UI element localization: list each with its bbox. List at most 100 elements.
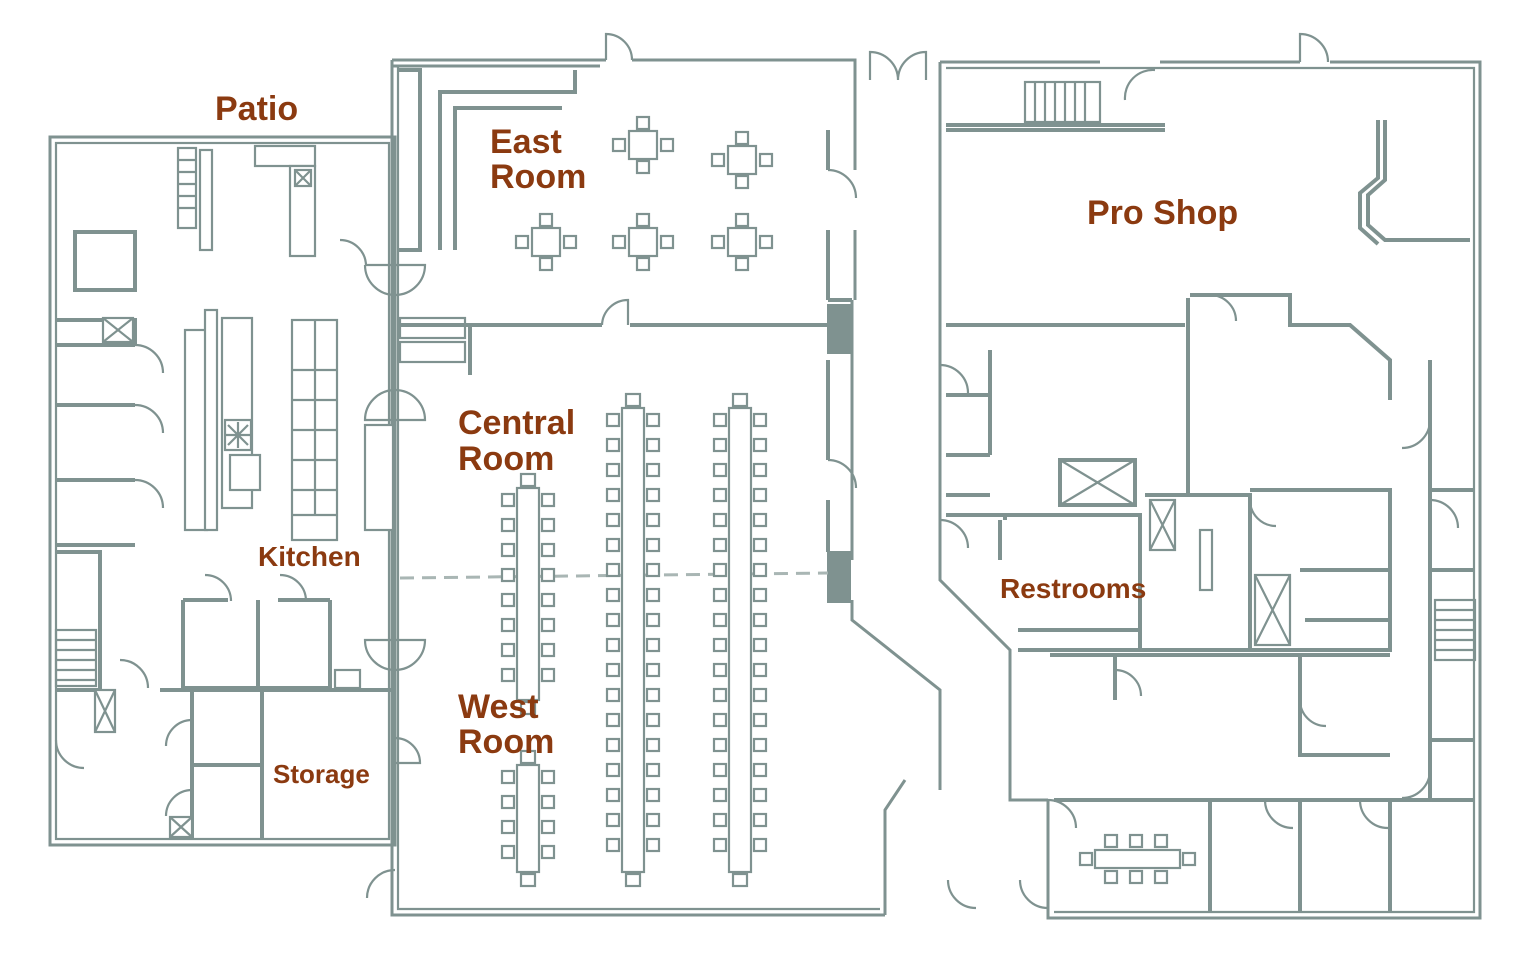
chair bbox=[752, 737, 768, 753]
chair bbox=[731, 392, 749, 408]
chair bbox=[540, 592, 556, 608]
door bbox=[1209, 293, 1238, 322]
door bbox=[134, 478, 165, 509]
chair bbox=[645, 712, 661, 728]
door bbox=[363, 638, 427, 672]
chair bbox=[752, 762, 768, 778]
door bbox=[1123, 68, 1156, 101]
chair bbox=[752, 637, 768, 653]
east-stairs bbox=[1023, 80, 1102, 124]
chair bbox=[752, 587, 768, 603]
chair bbox=[645, 837, 661, 853]
door bbox=[339, 238, 368, 267]
chair bbox=[712, 762, 728, 778]
pro-shop-north-wall bbox=[946, 123, 1165, 132]
banquet-tables bbox=[500, 392, 768, 888]
west-stairs bbox=[54, 628, 98, 688]
label-west-room-2: Room bbox=[458, 723, 554, 761]
chair bbox=[540, 567, 556, 583]
chair bbox=[519, 472, 537, 488]
chair bbox=[519, 872, 537, 888]
chair bbox=[500, 844, 516, 860]
chair bbox=[752, 837, 768, 853]
door bbox=[134, 403, 165, 434]
door bbox=[827, 458, 858, 489]
chair bbox=[645, 812, 661, 828]
chair bbox=[605, 487, 621, 503]
label-central-room-2: Room bbox=[458, 440, 554, 478]
chair bbox=[645, 512, 661, 528]
shaft-cross bbox=[102, 317, 134, 343]
chair bbox=[624, 392, 642, 408]
door bbox=[1298, 32, 1330, 63]
chair bbox=[540, 794, 556, 810]
chair bbox=[611, 137, 627, 153]
west-side-rooms bbox=[56, 318, 137, 692]
outer-walls bbox=[48, 58, 1482, 920]
chair bbox=[752, 537, 768, 553]
chair bbox=[645, 437, 661, 453]
chair bbox=[734, 130, 750, 146]
chair bbox=[712, 612, 728, 628]
mens-restroom bbox=[998, 513, 1142, 650]
door bbox=[279, 573, 308, 602]
chair bbox=[624, 872, 642, 888]
chair bbox=[645, 687, 661, 703]
banquet-table bbox=[515, 486, 541, 702]
square-table bbox=[530, 226, 562, 258]
chair bbox=[635, 115, 651, 131]
label-east-room-1: East bbox=[490, 123, 562, 161]
door bbox=[1401, 769, 1432, 800]
chair bbox=[712, 637, 728, 653]
door bbox=[939, 363, 970, 394]
door bbox=[1018, 879, 1049, 910]
chair bbox=[712, 812, 728, 828]
chair bbox=[605, 762, 621, 778]
chair bbox=[500, 769, 516, 785]
chair bbox=[752, 487, 768, 503]
corridor-west-wall bbox=[850, 80, 942, 915]
chair bbox=[712, 437, 728, 453]
chair bbox=[712, 712, 728, 728]
chair bbox=[645, 562, 661, 578]
chair bbox=[645, 637, 661, 653]
office-row bbox=[1050, 653, 1390, 757]
east-stairs-2 bbox=[1433, 598, 1477, 662]
door bbox=[946, 879, 977, 910]
column bbox=[827, 304, 851, 354]
chair bbox=[645, 737, 661, 753]
chair bbox=[519, 700, 537, 716]
chair bbox=[500, 542, 516, 558]
banquet-table bbox=[620, 406, 646, 874]
label-patio: Patio bbox=[215, 90, 298, 128]
door bbox=[939, 518, 970, 549]
banquet-table bbox=[727, 406, 753, 874]
chair bbox=[540, 492, 556, 508]
chair bbox=[500, 517, 516, 533]
chair bbox=[645, 662, 661, 678]
chair bbox=[645, 762, 661, 778]
chair bbox=[605, 587, 621, 603]
chair bbox=[605, 437, 621, 453]
label-storage: Storage bbox=[273, 759, 370, 789]
door bbox=[1114, 668, 1143, 697]
chair bbox=[752, 412, 768, 428]
chair bbox=[758, 234, 774, 250]
chair bbox=[514, 234, 530, 250]
label-east-room-2: Room bbox=[490, 158, 586, 196]
chair bbox=[605, 612, 621, 628]
chair bbox=[605, 787, 621, 803]
door bbox=[1429, 498, 1460, 529]
chair bbox=[500, 617, 516, 633]
chair bbox=[500, 592, 516, 608]
storage-rooms bbox=[160, 688, 395, 840]
chair bbox=[712, 837, 728, 853]
door bbox=[868, 50, 928, 81]
chair bbox=[562, 234, 578, 250]
central-block-outline bbox=[390, 58, 885, 917]
east-room-bar bbox=[453, 106, 562, 250]
womens-restroom bbox=[946, 350, 1007, 520]
service-room bbox=[1145, 493, 1252, 652]
chair bbox=[605, 737, 621, 753]
chair bbox=[645, 487, 661, 503]
